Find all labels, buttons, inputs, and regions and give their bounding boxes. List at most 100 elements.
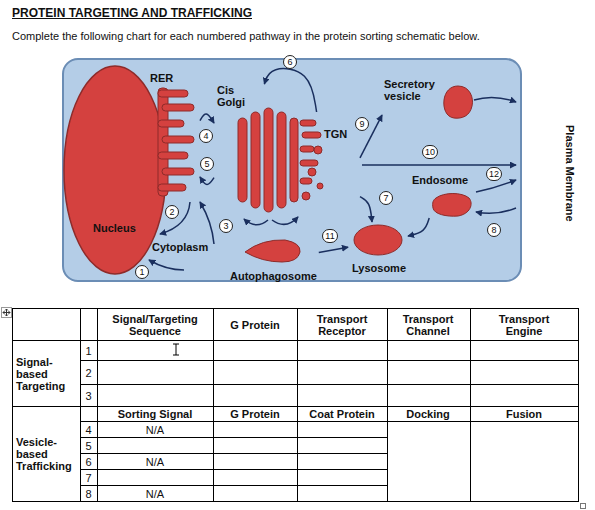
table-cell: Fusion — [489, 407, 559, 421]
table-cell: 7 — [81, 470, 97, 485]
secretory-vesicle-shape — [444, 86, 473, 118]
table-cell: G Protein — [220, 407, 290, 421]
table-line — [470, 308, 471, 501]
table-cell: 4 — [81, 422, 97, 437]
pathway-arrow — [360, 197, 372, 222]
table-line — [297, 308, 298, 501]
table-line — [80, 437, 387, 438]
table-cell: Coat Protein — [300, 407, 384, 421]
autophagosome-shape — [245, 240, 300, 262]
table-line — [80, 469, 387, 470]
page-title: PROTEIN TARGETING AND TRAFFICKING — [12, 7, 252, 19]
organelle-label: Lysosome — [352, 262, 406, 274]
table-cell: Docking — [393, 407, 463, 421]
callout-number: 12 — [486, 167, 502, 181]
callout-number: 5 — [200, 157, 214, 171]
region-label: Cytoplasm — [152, 241, 208, 253]
organelle-label: Cis Golgi — [217, 84, 251, 108]
table-line — [80, 453, 387, 454]
table-cell: N/A — [125, 422, 185, 437]
table-grid — [12, 308, 579, 502]
cell-outline: Plasma MembraneNucleusRERCis GolgiTGNSec… — [62, 58, 522, 282]
table-cell: N/A — [125, 454, 185, 469]
table-cell: 3 — [81, 385, 97, 406]
pathway-arrow — [319, 247, 348, 252]
tgn: TGN — [298, 112, 360, 214]
membrane-label: Plasma Membrane — [564, 125, 576, 222]
callout-number: 6 — [283, 55, 297, 69]
pathway-arrow — [476, 208, 516, 213]
rer-shape — [158, 88, 194, 196]
table-cell: 8 — [81, 486, 97, 501]
table-cell: 2 — [81, 361, 97, 384]
endosome-shape — [433, 194, 471, 217]
table-line — [12, 406, 578, 407]
callout-number: 9 — [355, 117, 369, 131]
table-cell: 1 — [81, 341, 97, 360]
rer: RER — [150, 72, 200, 200]
table-line — [97, 308, 98, 501]
tgn-tubules — [300, 120, 323, 200]
callout-number: 8 — [487, 223, 501, 237]
lysosome-shape — [354, 225, 402, 255]
organelle-label: TGN — [324, 128, 347, 140]
table-cell: Transport Receptor — [307, 309, 377, 340]
organelle-label: Secretory vesicle — [384, 78, 440, 102]
pathway-arrow — [160, 202, 190, 234]
secretory-vesicle: Secretory vesicle — [382, 76, 474, 122]
table-line — [80, 360, 578, 361]
pathway-arrow — [200, 114, 214, 123]
pathway-arrow — [272, 217, 298, 224]
resize-handle — [581, 504, 586, 509]
organelle-label: Endosome — [412, 174, 468, 186]
table-line — [387, 308, 388, 501]
table-line — [80, 421, 578, 422]
lysosome: Lysosome — [348, 222, 408, 278]
endosome: Endosome — [410, 174, 474, 218]
table-border — [13, 309, 579, 502]
table-line — [80, 384, 578, 385]
table-cell: Signal-based Targeting — [16, 341, 76, 406]
autophagosome: Autophagosome — [228, 238, 319, 286]
text-cursor — [173, 344, 179, 355]
table-cell: Signal/Targeting Sequence — [105, 309, 205, 340]
callout-number: 11 — [322, 229, 338, 243]
pathway-arrow — [264, 69, 316, 112]
table-cell: Sorting Signal — [105, 407, 205, 421]
pathway-arrow — [149, 260, 184, 270]
move-handle — [2, 308, 12, 318]
callout-number: 10 — [422, 145, 438, 159]
pathway-arrow — [200, 177, 214, 184]
pathway-arrow — [474, 97, 516, 102]
pathway-arrows — [149, 97, 516, 270]
callout-number: 1 — [135, 265, 149, 279]
connector-layer — [64, 60, 520, 280]
table-cell: Transport Engine — [489, 309, 559, 340]
callout-number: 4 — [199, 129, 213, 143]
table-line — [80, 308, 81, 501]
pathway-arrow — [200, 202, 214, 244]
pathway-arrow — [476, 180, 516, 192]
golgi-cisternae — [238, 108, 298, 212]
table-cell: Transport Channel — [393, 309, 463, 340]
nucleus: Nucleus — [64, 66, 166, 274]
organelle-label: Autophagosome — [230, 270, 317, 282]
table-cell: N/A — [125, 486, 185, 501]
nucleus-shape — [64, 66, 166, 274]
table-cell: Vesicle-based Trafficking — [16, 407, 78, 501]
pathway-arrow — [360, 115, 382, 158]
instruction-text: Complete the following chart for each nu… — [12, 30, 480, 42]
table-line — [80, 485, 387, 486]
cis-golgi: Cis Golgi — [214, 84, 298, 214]
organelle-label: Nucleus — [93, 222, 136, 234]
callout-number: 2 — [165, 205, 179, 219]
table-cell: 5 — [81, 438, 97, 453]
pathway-arrow — [362, 164, 516, 166]
callout-number: 7 — [379, 191, 393, 205]
cell-illustration — [64, 60, 520, 280]
organelle-label: RER — [150, 72, 173, 84]
table-cell: 6 — [81, 454, 97, 469]
table-line — [213, 308, 214, 501]
